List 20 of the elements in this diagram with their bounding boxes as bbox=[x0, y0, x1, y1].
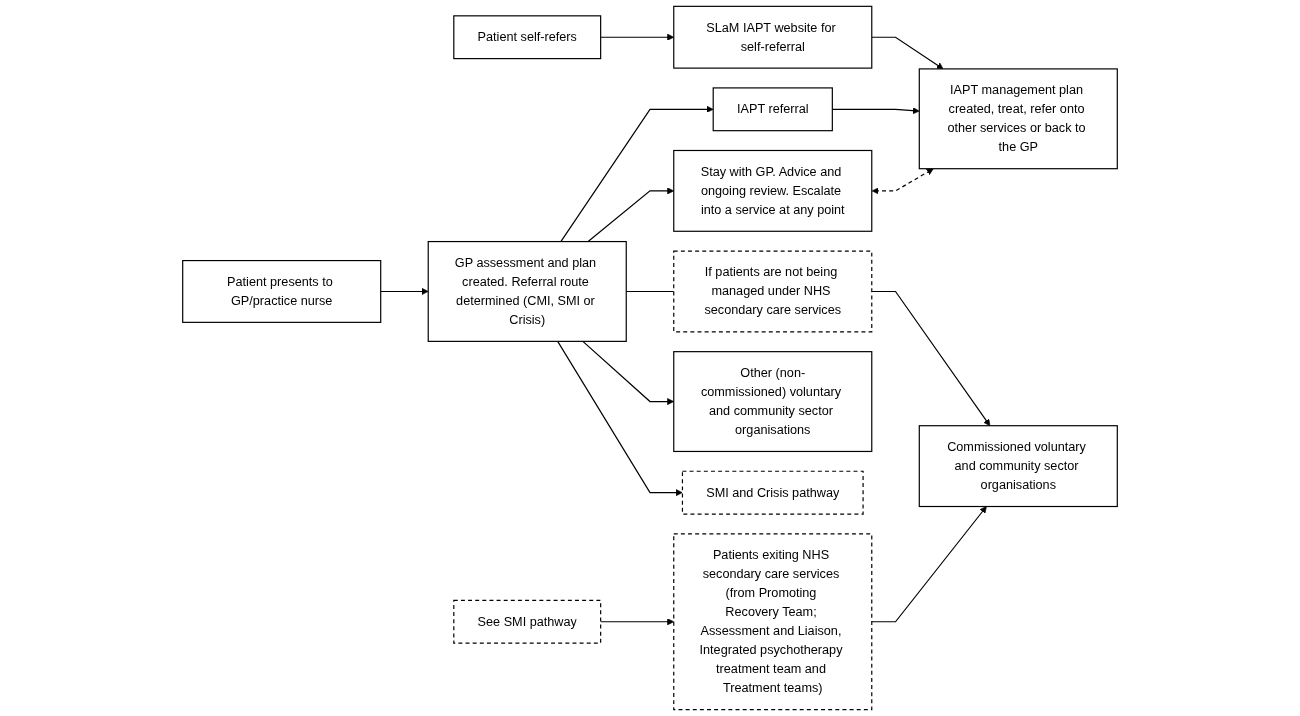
node-box: See SMI pathway bbox=[453, 599, 602, 644]
node-box: Stay with GP. Advice and ongoing review. Escalate into a service at any point bbox=[673, 149, 873, 232]
node-box: Patients exiting NHS secondary care services (from Promoting Recovery Team; Assessment and Liaison, Integrated psychotherapy treatment team and Treatment teams) bbox=[673, 533, 873, 711]
node-box: IAPT management plan created, treat, refer onto other services or back to the GP bbox=[918, 68, 1118, 170]
arrow bbox=[560, 105, 714, 243]
node-box: SMI and Crisis pathway bbox=[681, 470, 864, 515]
arrow bbox=[557, 340, 683, 497]
arrow bbox=[871, 290, 991, 427]
node-box: IAPT referral bbox=[712, 87, 833, 132]
node-box: Patient presents to GP/practice nurse bbox=[182, 260, 382, 323]
node-box: Other (non-commissioned) voluntary and community sector organisations bbox=[673, 351, 873, 453]
node-box: If patients are not being managed under NHS secondary care services bbox=[673, 250, 873, 333]
node-box: Patient self-refers bbox=[453, 15, 602, 60]
node-box: SLaM IAPT website for self-referral bbox=[673, 5, 873, 69]
arrow bbox=[871, 36, 944, 70]
node-box: Commissioned voluntary and community sector organisations bbox=[918, 425, 1118, 508]
arrow bbox=[871, 506, 987, 623]
arrow bbox=[380, 288, 429, 295]
node-box: GP assessment and plan created. Referral route determined (CMI, SMI or Crisis) bbox=[427, 240, 627, 342]
arrow bbox=[871, 168, 934, 195]
